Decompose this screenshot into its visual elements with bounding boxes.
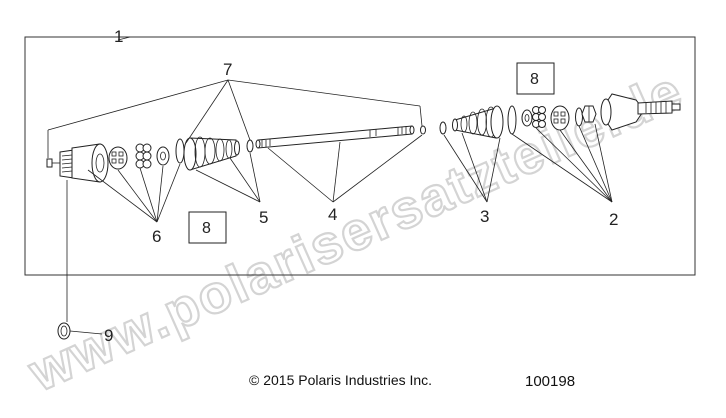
outboard-nut: [581, 105, 597, 123]
leaders-2: [511, 123, 613, 203]
callout-7: 7: [223, 60, 232, 79]
leaders-4: [267, 134, 423, 203]
inboard-small-clamp: [246, 139, 254, 153]
assembly-border: [24, 36, 696, 276]
outboard-cv-housing: [600, 93, 645, 131]
copyright-text: © 2015 Polaris Industries Inc.: [249, 372, 432, 388]
inboard-cv-housing: [71, 143, 109, 183]
callout-5: 5: [259, 208, 268, 227]
outboard-small-clamp: [439, 121, 447, 135]
inboard-boot-clamp: [175, 138, 185, 164]
outboard-retaining-ring: [575, 107, 583, 127]
inboard-bearing-cage: [108, 146, 128, 170]
callout-2: 2: [609, 210, 618, 229]
outboard-boot-clamp: [507, 105, 517, 135]
kit-box-lower-left: 8: [188, 211, 227, 244]
callout-1: 1: [114, 27, 123, 46]
callout-6: 6: [152, 227, 161, 246]
axle-shaft: [255, 125, 415, 149]
inboard-cv-boot: [183, 136, 240, 171]
inboard-inner-race: [156, 146, 170, 166]
outboard-splined-stub: [637, 100, 681, 115]
o-ring-loose: [57, 322, 71, 340]
inboard-stub-shaft: [46, 149, 75, 179]
kit-box-upper-right: 8: [516, 62, 555, 95]
outboard-bearing-cage: [550, 105, 570, 131]
leader-9: [66, 180, 103, 335]
callout-3: 3: [480, 207, 489, 226]
outboard-inner-race: [521, 109, 533, 127]
leader-1: [117, 36, 131, 41]
inboard-ball-set: [135, 143, 152, 169]
leaders-3: [443, 132, 501, 203]
leaders-7: [47, 79, 423, 158]
outboard-ball-set: [532, 106, 546, 128]
svg-text:8: 8: [202, 220, 211, 237]
leaders-5: [195, 152, 261, 203]
shaft-circlip: [420, 125, 426, 135]
callout-4: 4: [328, 205, 337, 224]
leaders-6: [87, 163, 181, 223]
callout-9: 9: [104, 326, 113, 345]
svg-text:8: 8: [530, 71, 539, 88]
figure-number: 100198: [525, 373, 575, 390]
outboard-cv-boot: [452, 105, 504, 139]
